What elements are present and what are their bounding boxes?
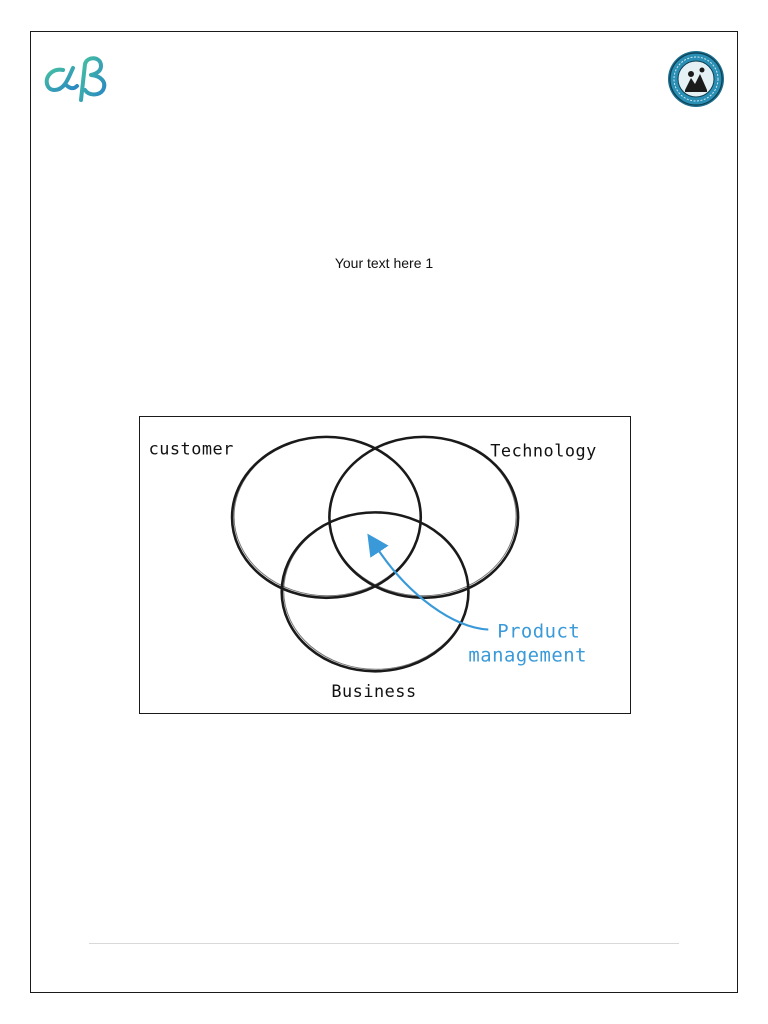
footer-divider	[89, 943, 679, 944]
alpha-beta-logo-graphic	[44, 56, 107, 102]
venn-diagram: customer Technology Business Product man…	[149, 435, 597, 701]
alpha-beta-logo	[41, 50, 113, 104]
pointer-arrow	[367, 533, 489, 631]
label-technology: Technology	[490, 441, 597, 461]
venn-diagram-figure: customer Technology Business Product man…	[139, 416, 631, 714]
label-business: Business	[331, 681, 416, 701]
body-text: Your text here 1	[334, 255, 434, 271]
circle-business	[280, 511, 470, 673]
circle-technology	[328, 435, 520, 600]
page: Your text here 1 customer	[30, 31, 738, 993]
label-customer: customer	[149, 439, 234, 459]
institution-seal	[667, 50, 725, 108]
label-management: management	[468, 644, 587, 666]
label-product: Product	[497, 621, 580, 643]
circle-customer	[230, 435, 423, 600]
seal-emblem-icon	[668, 51, 724, 107]
